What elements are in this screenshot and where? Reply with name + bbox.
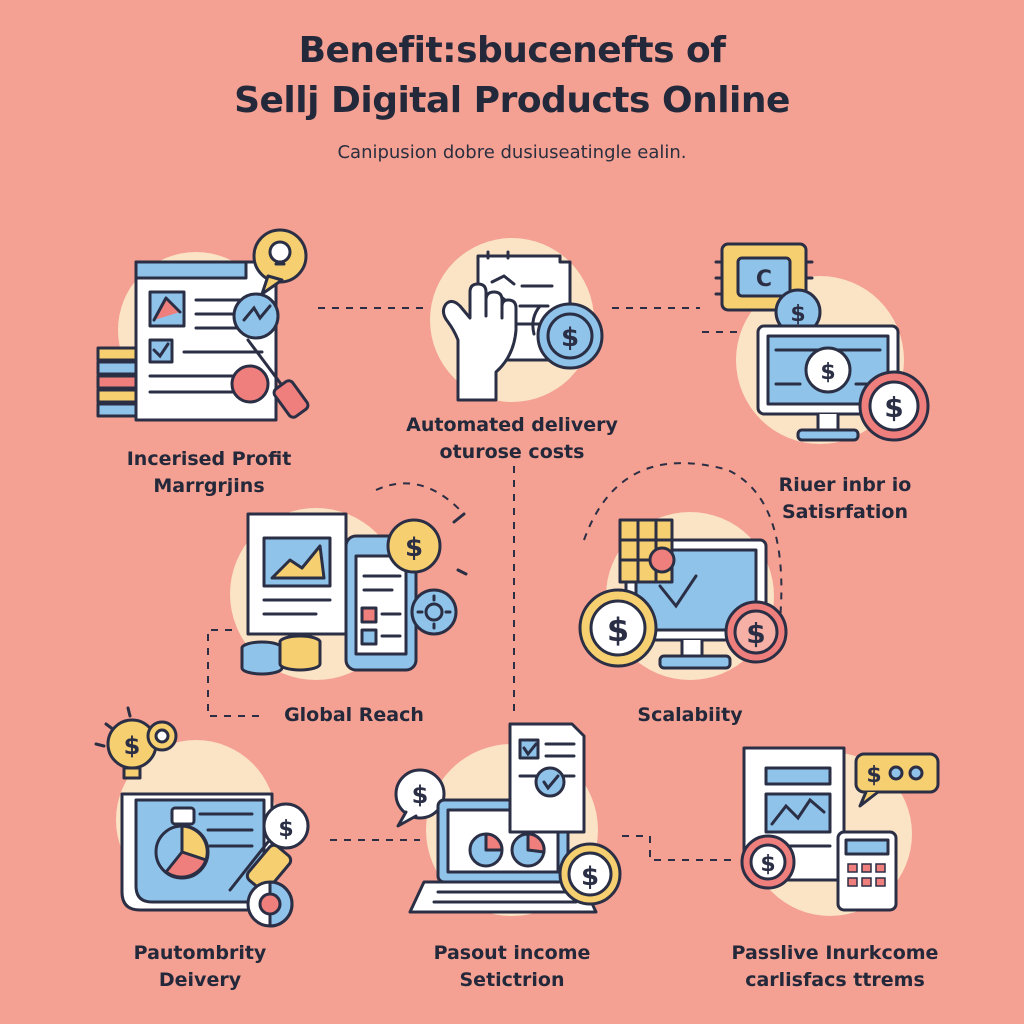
svg-text:$: $ — [760, 852, 775, 877]
benefit-label-5: Scalabiity — [580, 702, 800, 729]
benefit-icon-5: $ $ — [578, 512, 788, 680]
benefit-3-line-1: Riuer inbr io — [778, 474, 912, 496]
svg-text:$: $ — [866, 763, 881, 788]
benefit-7-line-1: Pasout income — [433, 942, 591, 964]
svg-text:$: $ — [884, 391, 903, 424]
benefit-icon-6: $ $ — [94, 706, 310, 928]
benefit-3-line-2: Satisrfation — [781, 501, 909, 523]
benefit-icon-8: $ $ — [740, 746, 940, 916]
svg-text:$: $ — [278, 817, 293, 842]
benefit-8-line-2: carlisfacs ttrems — [745, 969, 925, 991]
benefit-label-3: Riuer inbr io Satisrfation — [720, 472, 970, 526]
svg-text:$: $ — [820, 360, 835, 385]
svg-text:$: $ — [746, 617, 765, 650]
connector-lines — [207, 307, 783, 861]
benefit-label-2: Automated delivery oturose costs — [362, 412, 662, 466]
benefit-2-line-1: Automated delivery — [406, 414, 618, 436]
svg-text:$: $ — [561, 323, 579, 353]
benefit-1-line-1: Incerised Profit — [126, 448, 292, 470]
svg-text:$: $ — [607, 611, 629, 649]
benefit-label-7: Pasout income Setictrion — [392, 940, 632, 994]
svg-text:$: $ — [124, 732, 141, 760]
subtitle: Canipusion dobre dusiuseatingle ealin. — [337, 142, 687, 163]
benefit-icon-1 — [96, 228, 310, 422]
benefit-1-line-2: Marrgrjins — [153, 475, 265, 497]
title-line-1: Benefit:sbucenefts of — [298, 30, 726, 71]
svg-text:$: $ — [790, 302, 805, 327]
benefit-6-line-1: Pautombrity — [133, 942, 267, 964]
benefit-icon-4: $ — [230, 508, 468, 680]
benefit-5-line-1: Scalabiity — [637, 704, 743, 726]
benefit-label-4: Global Reach — [234, 702, 474, 729]
benefit-6-line-2: Deivery — [158, 969, 242, 991]
benefit-label-6: Pautombrity Deivery — [80, 940, 320, 994]
title-line-2: Sellj Digital Products Online — [234, 80, 790, 121]
benefit-2-line-2: oturose costs — [439, 441, 585, 463]
benefit-icon-3: C $ $ $ — [714, 242, 930, 444]
benefit-icon-7: $ $ — [394, 722, 622, 916]
benefit-4-line-1: Global Reach — [284, 704, 424, 726]
benefit-label-1: Incerised Profit Marrgrjins — [84, 446, 334, 500]
svg-text:C: C — [756, 267, 772, 292]
benefit-label-8: Passlive Inurkcome carlisfacs ttrems — [700, 940, 970, 994]
benefit-icon-2: $ — [430, 238, 604, 402]
benefit-8-line-1: Passlive Inurkcome — [731, 942, 939, 964]
svg-text:$: $ — [581, 862, 599, 892]
svg-text:$: $ — [405, 533, 423, 563]
benefit-7-line-2: Setictrion — [459, 969, 565, 991]
svg-text:$: $ — [412, 781, 429, 809]
